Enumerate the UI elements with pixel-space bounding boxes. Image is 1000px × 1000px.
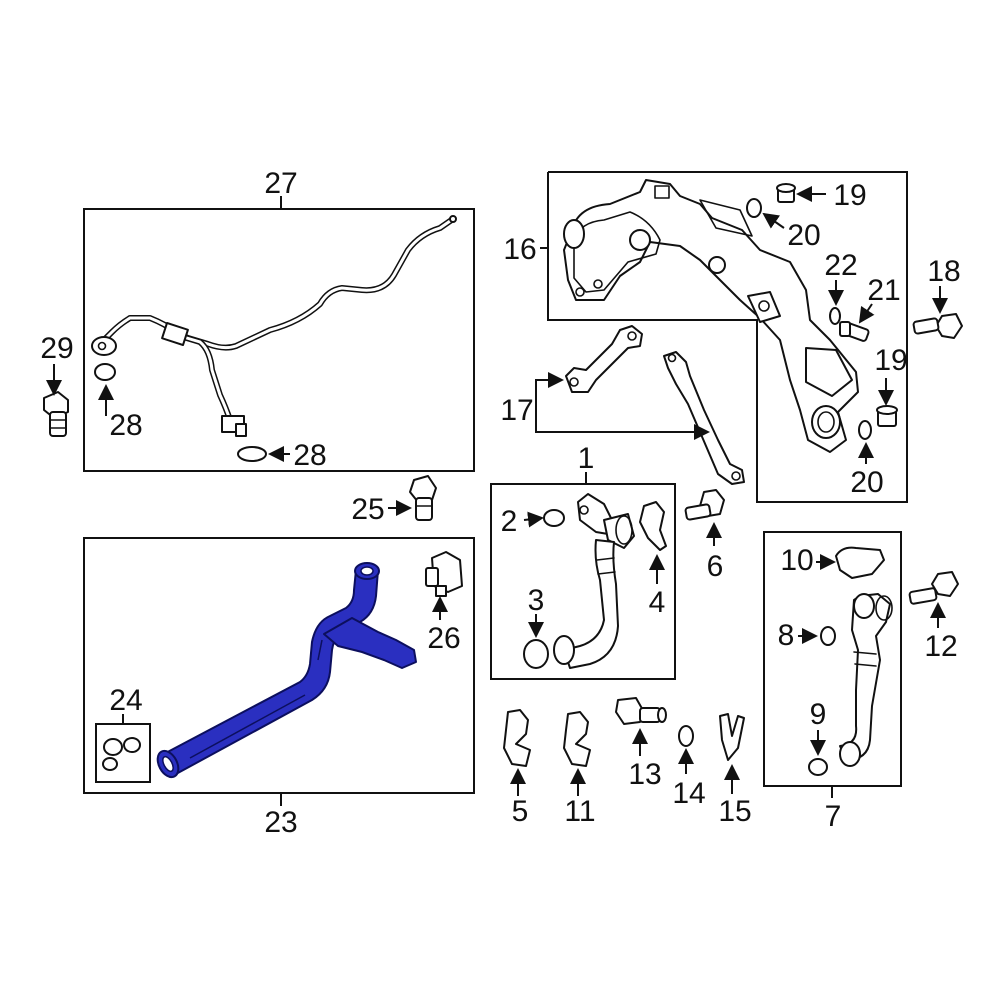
callout-12: 12 xyxy=(924,630,957,663)
clip-10 xyxy=(835,546,885,579)
callout-4: 4 xyxy=(649,586,666,619)
callout-2: 2 xyxy=(501,505,518,538)
callout-22: 22 xyxy=(824,249,857,282)
coolant-outlet-hose-1 xyxy=(553,493,635,669)
bolt-25 xyxy=(409,475,437,521)
callout-3: 3 xyxy=(528,584,545,617)
connector-26 xyxy=(425,551,463,597)
callout-21: 21 xyxy=(867,274,900,307)
callout-13: 13 xyxy=(628,758,661,791)
callout-27: 27 xyxy=(264,167,297,200)
bolt-6 xyxy=(684,489,725,521)
gasket-17 xyxy=(565,325,745,485)
bolt-18 xyxy=(912,313,963,339)
frame-24 xyxy=(95,723,151,783)
bolt-12 xyxy=(908,571,959,605)
callout-15: 15 xyxy=(718,795,751,828)
o-ring-9 xyxy=(808,758,828,776)
coolant-pipe-23 xyxy=(156,562,417,779)
callout-18: 18 xyxy=(927,255,960,288)
frame-23 xyxy=(83,537,475,794)
cap-19a xyxy=(776,183,796,203)
o-ring-28a xyxy=(94,363,116,381)
o-ring-28b xyxy=(237,446,267,462)
callout-9: 9 xyxy=(810,698,827,731)
coolant-manifold-16 xyxy=(563,179,859,453)
sensor-21 xyxy=(839,321,870,342)
callout-8: 8 xyxy=(778,619,795,652)
callout-28a: 28 xyxy=(109,409,142,442)
clip-5 xyxy=(503,709,531,767)
vent-tube-27 xyxy=(91,215,457,437)
callout-1: 1 xyxy=(578,442,595,475)
clip-15 xyxy=(719,713,745,761)
callout-11: 11 xyxy=(564,795,595,828)
callout-23: 23 xyxy=(264,806,297,839)
callout-19b: 19 xyxy=(874,344,907,377)
clip-11 xyxy=(563,711,591,767)
o-ring-20a xyxy=(746,198,762,218)
sensor-13 xyxy=(615,697,667,725)
callout-24: 24 xyxy=(109,684,142,717)
callout-29: 29 xyxy=(40,332,73,365)
callout-16: 16 xyxy=(503,233,536,266)
coolant-hose-7 xyxy=(839,593,893,767)
frame-1 xyxy=(490,483,676,680)
bolt-29 xyxy=(43,391,69,437)
callout-14: 14 xyxy=(672,777,705,810)
frame-27 xyxy=(83,208,475,472)
callout-19a: 19 xyxy=(833,179,866,212)
frame-16 xyxy=(547,171,908,503)
cap-19b xyxy=(876,405,898,427)
o-ring-3 xyxy=(523,639,549,669)
callout-17: 17 xyxy=(500,394,533,427)
o-ring-14 xyxy=(678,725,694,747)
o-ring-22 xyxy=(829,307,841,325)
callout-28b: 28 xyxy=(293,439,326,472)
o-ring-24c xyxy=(102,757,118,771)
o-ring-2 xyxy=(543,509,565,527)
clip-4 xyxy=(639,501,667,551)
o-ring-8 xyxy=(820,626,836,646)
callout-7: 7 xyxy=(825,800,842,833)
callout-25: 25 xyxy=(351,493,384,526)
o-ring-24b xyxy=(123,737,141,753)
callout-26: 26 xyxy=(427,622,460,655)
o-ring-20b xyxy=(858,420,872,440)
callout-20a: 20 xyxy=(787,219,820,252)
o-ring-24a xyxy=(103,738,123,756)
callout-20b: 20 xyxy=(850,466,883,499)
callout-10: 10 xyxy=(780,544,813,577)
callout-6: 6 xyxy=(707,550,724,583)
callout-5: 5 xyxy=(512,795,529,828)
